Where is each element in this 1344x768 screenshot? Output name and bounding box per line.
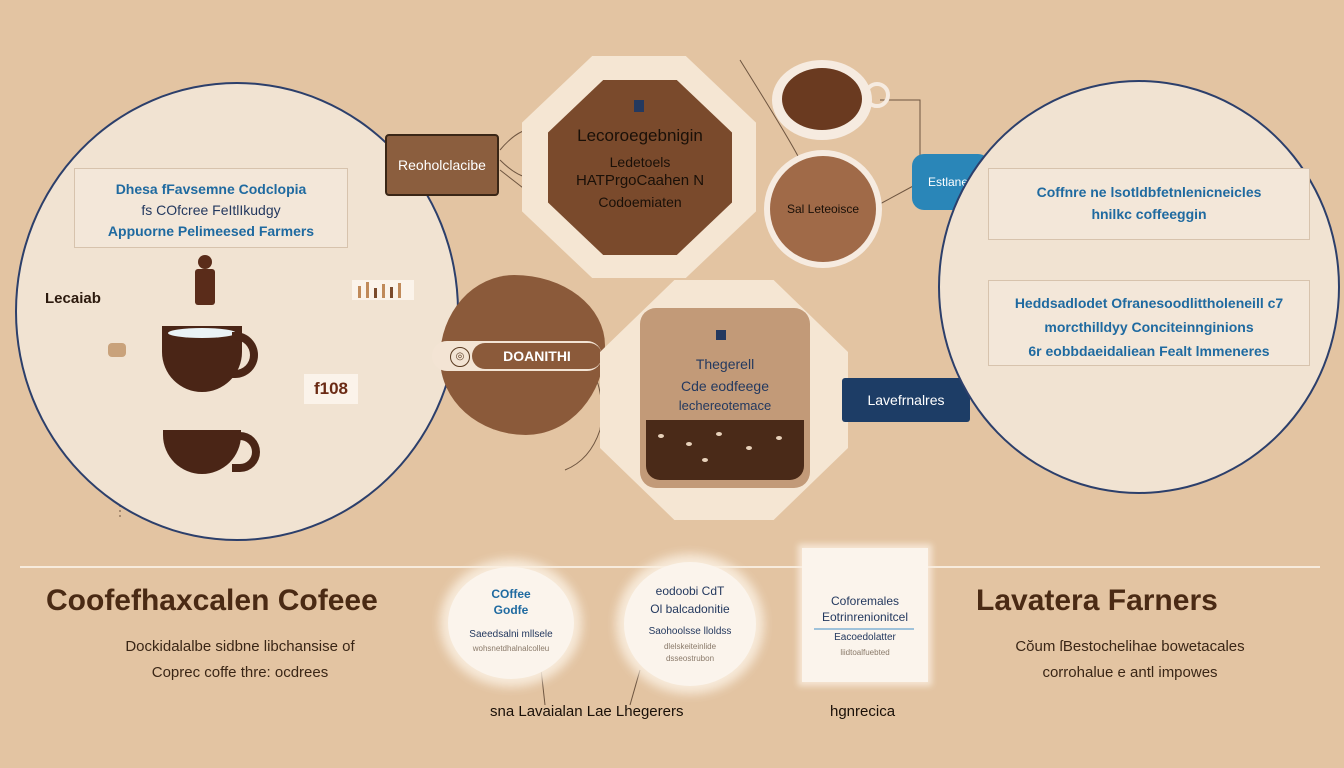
right-panel2-line-2: morcthilldyy Conciteinnginions — [1044, 319, 1254, 335]
cup-handle-icon — [232, 432, 260, 472]
connector — [629, 669, 641, 706]
left-panel-line-3: Appuorne Pelimeesed Farmers — [107, 223, 315, 239]
bottom-left-title: Coofefhaxcalen Cofeee — [46, 584, 378, 617]
bottom-right-line-1: Cŏum ſBestochelihae bowetacales — [1015, 638, 1245, 655]
top-octagon-line-2: Ledetoels — [609, 154, 671, 170]
right-panel1-line-1: Coffnre ne lsotldbfetnlenicneicles — [1036, 184, 1262, 200]
bottom-caption-right: hgnrecica — [830, 703, 896, 720]
right-info-panel-2: Heddsadlodet Ofranesoodlittholeneill c7 … — [988, 280, 1310, 366]
right-panel2-line-1: Heddsadlodet Ofranesoodlittholeneill c7 — [1014, 295, 1284, 311]
mini-chart-icon — [352, 280, 414, 300]
bottom-card: Coforemales Eotrinrenionitcel Eacoedolat… — [802, 548, 928, 682]
bottom-caption-left: sna Lavaialan Lae Lhegerers — [490, 703, 684, 720]
coffee-beans-illustration — [646, 420, 804, 480]
left-info-panel: Dhesa fFavsemne Codclopia fs COfcree FeI… — [74, 168, 348, 248]
bubble1-line-3: Saeedsalni mllsele — [469, 629, 553, 640]
card-line-2: Eotrinrenionitcel — [821, 610, 909, 624]
top-octagon-line-4: Codoemiaten — [598, 194, 682, 210]
left-panel-line-2: fs COfcree FeItlIkudgy — [141, 202, 281, 218]
left-panel-line-1: Dhesa fFavsemne Codclopia — [115, 181, 307, 197]
farmer-icon — [193, 255, 217, 305]
bottom-left-line-1: Dockidalalbe sidbne libchansise of — [125, 638, 355, 655]
bottom-right-title: Lavatera Farners — [976, 584, 1218, 617]
navy-node-box: Lavefrnalres — [842, 378, 970, 422]
cup-handle-icon — [232, 332, 258, 378]
number-badge: f108 — [304, 374, 358, 404]
bubble1-line-1: COffee — [491, 587, 531, 601]
bubble2-line-2: Ol balcadonitie — [650, 602, 730, 616]
small-circle-label: Sal Leteoisce — [770, 156, 876, 262]
bottom-bubble-2: eodoobi CdT Ol balcadonitie Saohoolsse l… — [624, 562, 756, 686]
left-side-label: Lecaiab — [45, 290, 101, 307]
right-info-panel-1: Coffnre ne lsotldbfetnlenicneicles hnilk… — [988, 168, 1310, 240]
card-line-1: Coforemales — [830, 594, 900, 608]
right-panel1-line-2: hnilkc coffeeggin — [1091, 206, 1207, 222]
connector — [877, 184, 916, 206]
card-line-3: Eacoedolatter — [834, 632, 896, 643]
top-octagon-center: Lecoroegebnigin Ledetoels HATPrgoCaahen … — [548, 80, 732, 255]
bottom-left-text: Dockidalalbe sidbne libchansise of Copre… — [40, 634, 440, 685]
marker-icon — [634, 100, 644, 112]
middle-blob-label: DOANITHI — [472, 343, 602, 369]
top-octagon-line-3: HATPrgoCaahen N — [575, 172, 705, 189]
bubble2-line-1: eodoobi CdT — [655, 584, 725, 598]
lower-octagon-line-1: Thegerell — [695, 356, 755, 372]
bean-icon — [108, 343, 126, 357]
bubble2-line-4: dlelskeiteinlide — [663, 642, 717, 651]
bottom-bubble-1: COffee Godfe Saeedsalni mllsele wohsnetd… — [448, 567, 574, 679]
coin-icon: ◎ — [450, 347, 470, 367]
marker-icon — [716, 330, 726, 340]
lower-octagon-center: Thegerell Cde eodfeege lechereotemace — [640, 308, 810, 488]
small-circle: Sal Leteoisce — [764, 150, 882, 268]
bottom-left-line-2: Coprec coffe thre: ocdrees — [151, 663, 329, 681]
bubble2-line-3: Saohoolsse lloldss — [648, 626, 732, 637]
card-line-4: liidtoalfuebted — [840, 648, 890, 657]
bottom-right-text: Cŏum ſBestochelihae bowetacales corrohal… — [960, 634, 1300, 685]
lower-octagon-line-2: Cde eodfeege — [681, 378, 769, 394]
coffee-bowl — [772, 60, 890, 140]
bubble1-line-2: Godfe — [493, 603, 529, 617]
right-panel2-line-3: 6r eobbdaeidaliean Fealt lmmeneres — [1028, 343, 1270, 359]
top-octagon-line-1: Lecoroegebnigin — [577, 126, 703, 145]
bottom-right-line-2: corrohalue e antl impowes — [1042, 663, 1218, 681]
coffee-cup-icon — [162, 326, 242, 392]
connector — [880, 99, 921, 160]
brown-node-box: Reoholclacibe — [385, 134, 499, 196]
bubble2-line-5: dsseostrubon — [665, 654, 715, 663]
bubble1-line-4: wohsnetdhalnalcolleu — [472, 644, 550, 653]
lower-octagon-line-3: lechereotemace — [678, 398, 772, 413]
